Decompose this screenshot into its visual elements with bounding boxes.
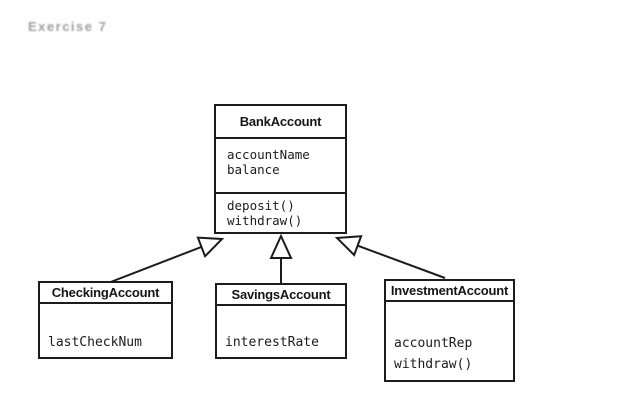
methods-compartment-bankaccount: deposit() withdraw() <box>216 194 345 232</box>
class-title-investmentaccount: InvestmentAccount <box>386 281 513 302</box>
method-label: deposit() <box>227 198 295 213</box>
inheritance-arrow-investment-to-bank <box>334 235 446 279</box>
class-box-investmentaccount: InvestmentAccount accountRep withdraw() <box>384 279 515 382</box>
attribute-label: balance <box>227 162 280 177</box>
class-title-bankaccount: BankAccount <box>216 106 345 139</box>
inheritance-arrow-checking-to-bank <box>107 236 225 284</box>
attributes-compartment-savingsaccount: interestRate <box>217 306 345 357</box>
class-title-checkingaccount: CheckingAccount <box>40 283 171 304</box>
class-title-savingsaccount: SavingsAccount <box>217 285 345 306</box>
attribute-label: accountName <box>227 147 310 162</box>
attribute-label: accountRep <box>394 336 473 351</box>
attributes-compartment-bankaccount: accountName balance <box>216 139 345 194</box>
class-box-checkingaccount: CheckingAccount lastCheckNum <box>38 281 173 359</box>
attribute-label: interestRate <box>225 335 319 350</box>
attributes-compartment-checkingaccount: lastCheckNum <box>40 304 171 357</box>
method-label: withdraw() <box>227 213 303 228</box>
members-compartment-investmentaccount: accountRep withdraw() <box>386 302 513 380</box>
method-label: withdraw() <box>394 357 473 372</box>
page-title: Exercise 7 <box>28 19 108 34</box>
class-box-savingsaccount: SavingsAccount interestRate <box>215 283 347 359</box>
class-box-bankaccount: BankAccount accountName balance deposit(… <box>214 104 347 234</box>
attribute-label: lastCheckNum <box>48 335 142 350</box>
